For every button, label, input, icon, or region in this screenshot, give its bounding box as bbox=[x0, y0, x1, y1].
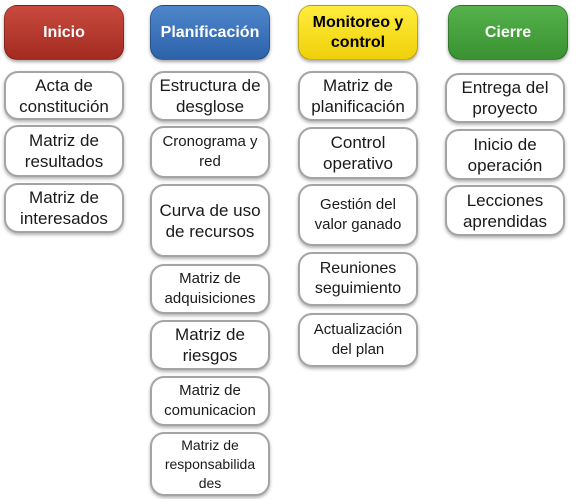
card-matriz-de-comunicacion: Matriz de comunicacion bbox=[150, 376, 270, 426]
phase-header-inicio: Inicio bbox=[4, 5, 124, 60]
card-actualizacion-del-plan: Actualización del plan bbox=[298, 313, 418, 367]
card-matriz-de-planificacion: Matriz de planificación bbox=[298, 71, 418, 121]
phase-header-planificacion: Planificación bbox=[150, 5, 270, 60]
card-matriz-de-riesgos: Matriz de riesgos bbox=[150, 320, 270, 370]
phase-header-monitoreo-y-control: Monitoreo y control bbox=[298, 5, 418, 60]
card-matriz-de-adquisiciones: Matriz de adquisiciones bbox=[150, 264, 270, 314]
card-lecciones-aprendidas: Lecciones aprendidas bbox=[445, 185, 565, 236]
card-entrega-del-proyecto: Entrega del proyecto bbox=[445, 73, 565, 123]
card-inicio-de-operacion: Inicio de operación bbox=[445, 129, 565, 180]
card-estructura-de-desglose: Estructura de desglose bbox=[150, 71, 270, 121]
card-control-operativo: Control operativo bbox=[298, 127, 418, 179]
card-matriz-de-interesados: Matriz de interesados bbox=[4, 183, 124, 233]
card-cronograma-y-red: Cronograma y red bbox=[150, 126, 270, 178]
card-reuniones-seguimiento: Reuniones seguimiento bbox=[298, 252, 418, 306]
card-matriz-de-responsabilidades: Matriz de responsabilida des bbox=[150, 432, 270, 496]
card-acta-de-constitucion: Acta de constitución bbox=[4, 71, 124, 120]
card-matriz-de-resultados: Matriz de resultados bbox=[4, 125, 124, 177]
phase-header-cierre: Cierre bbox=[448, 5, 568, 60]
card-curva-de-uso-de-recursos: Curva de uso de recursos bbox=[150, 184, 270, 257]
card-gestion-del-valor-ganado: Gestión del valor ganado bbox=[298, 184, 418, 246]
